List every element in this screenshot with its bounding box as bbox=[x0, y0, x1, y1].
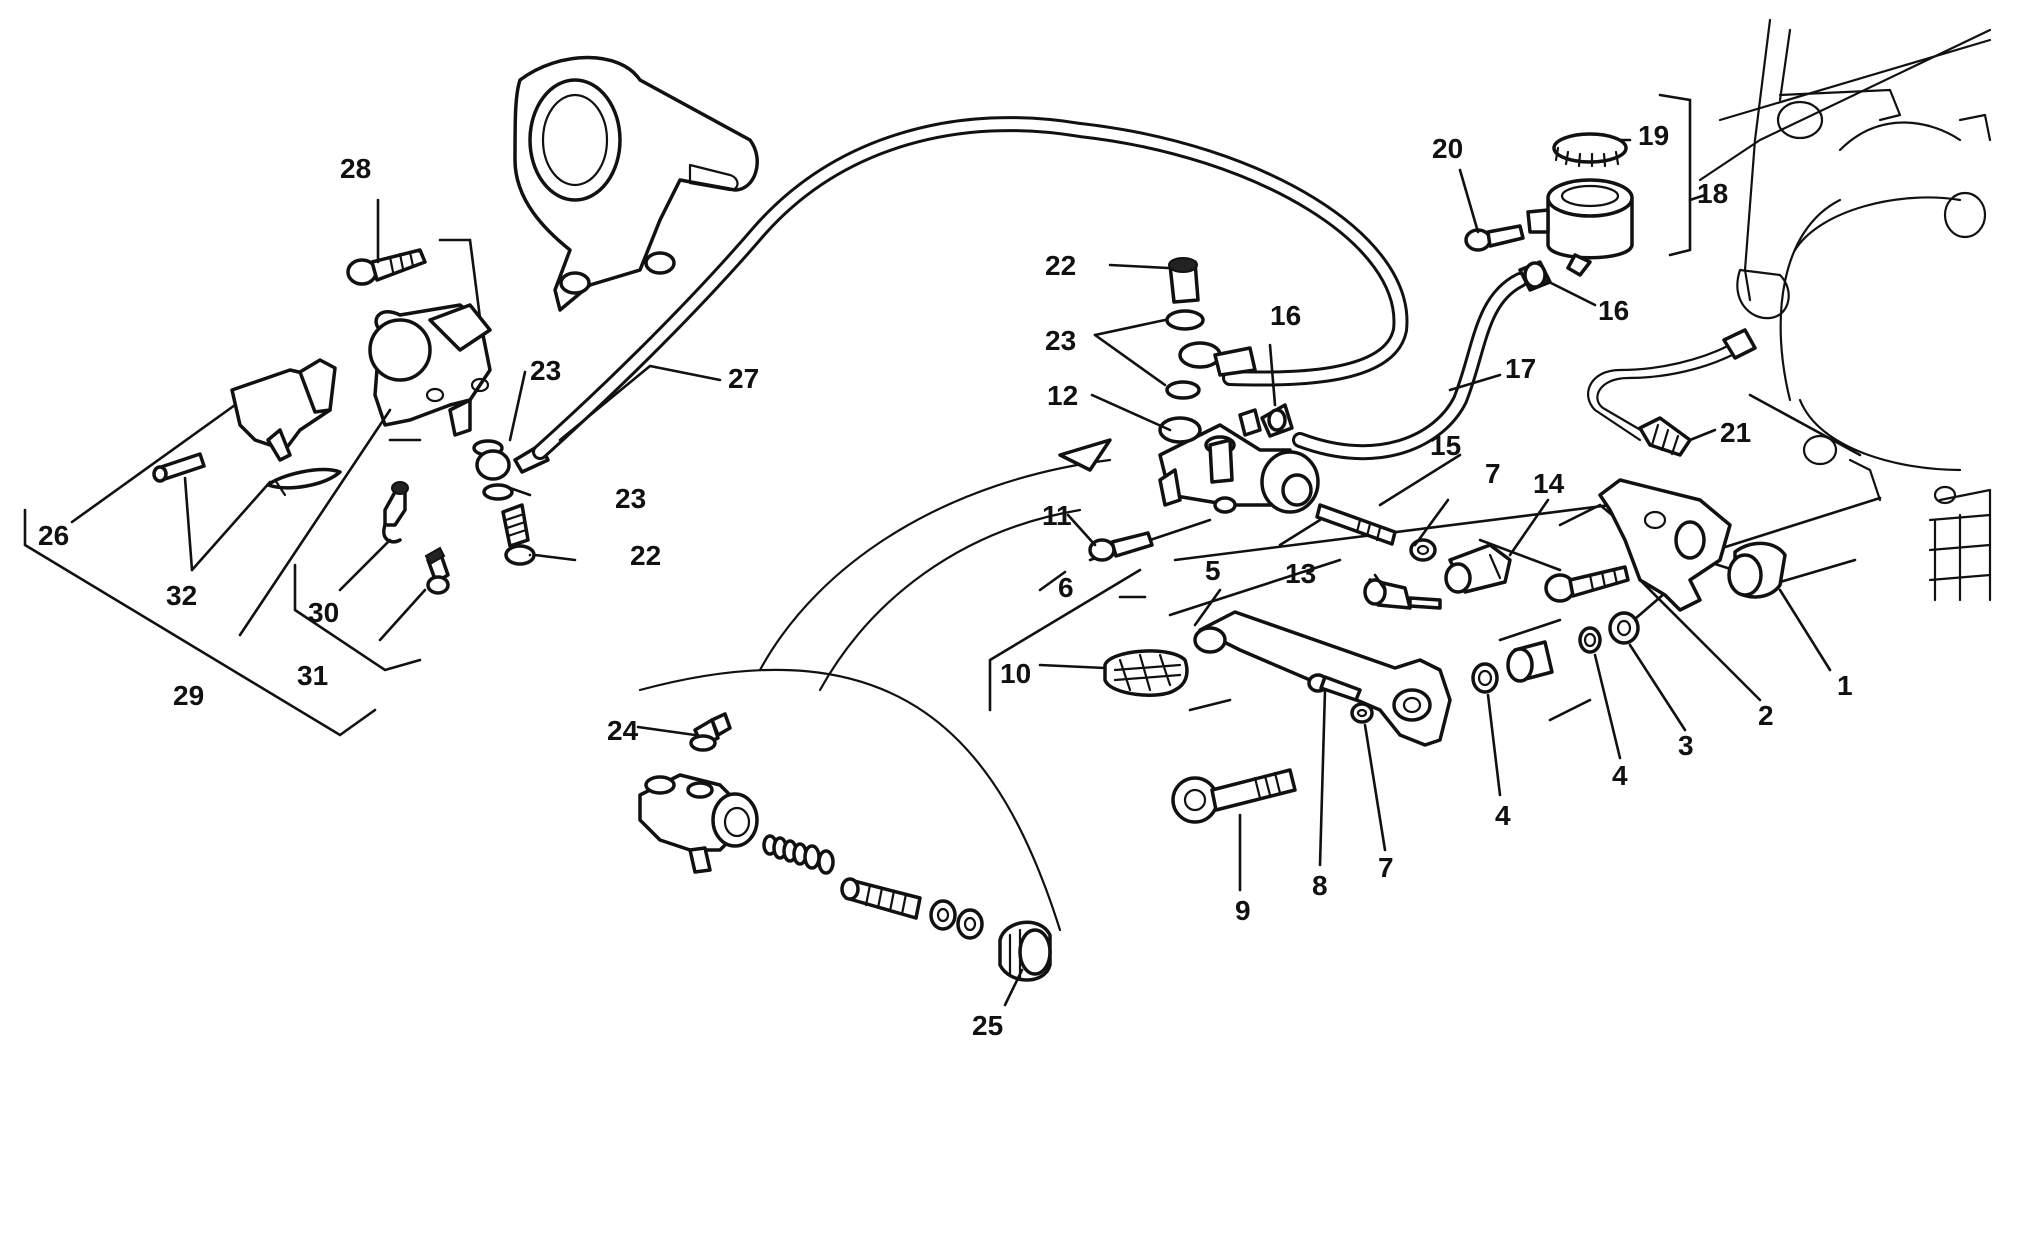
push-rod-15 bbox=[1315, 503, 1397, 546]
bolt-8 bbox=[1307, 673, 1362, 702]
dust-boot-25 bbox=[998, 920, 1052, 982]
group-brackets bbox=[23, 93, 1707, 737]
bolt-2 bbox=[1544, 565, 1630, 603]
callout-22: 22 bbox=[1045, 250, 1076, 281]
engine-case bbox=[1698, 18, 1992, 602]
pin-32 bbox=[152, 452, 342, 497]
brake-pads-26 bbox=[230, 358, 337, 462]
fitting-16-lower bbox=[1260, 403, 1294, 438]
callout-11: 11 bbox=[1042, 500, 1072, 531]
callout-22: 22 bbox=[630, 540, 661, 571]
callout-18: 18 bbox=[1697, 178, 1728, 209]
hose-27 bbox=[532, 116, 1409, 460]
callout-20: 20 bbox=[1432, 133, 1463, 164]
banjo-fitting-hose-27 bbox=[1165, 257, 1257, 400]
reservoir-18 bbox=[1526, 132, 1634, 277]
clevis-14 bbox=[1444, 543, 1512, 594]
screw-20 bbox=[1464, 224, 1525, 252]
callout-6: 6 bbox=[1058, 572, 1074, 603]
callout-19: 19 bbox=[1638, 120, 1669, 151]
rear-brake-caliper bbox=[368, 303, 492, 437]
callout-3: 3 bbox=[1678, 730, 1694, 761]
callout-7: 7 bbox=[1485, 458, 1501, 489]
callout-24: 24 bbox=[607, 715, 639, 746]
callout-leaders bbox=[70, 138, 1832, 1007]
callout-30: 30 bbox=[308, 597, 339, 628]
bleed-valve-31 bbox=[424, 546, 450, 595]
callout-2: 2 bbox=[1758, 700, 1774, 731]
callout-4: 4 bbox=[1495, 800, 1511, 831]
washer-7-lower bbox=[1350, 702, 1374, 724]
callout-15: 15 bbox=[1430, 430, 1461, 461]
callout-32: 32 bbox=[166, 580, 197, 611]
callout-26: 26 bbox=[38, 520, 69, 551]
hose-17 bbox=[1292, 272, 1528, 461]
callout-7: 7 bbox=[1378, 852, 1394, 883]
callout-29: 29 bbox=[173, 680, 204, 711]
callout-16: 16 bbox=[1270, 300, 1301, 331]
seals-kit bbox=[929, 899, 984, 940]
bolt-28 bbox=[346, 248, 427, 286]
callout-12: 12 bbox=[1047, 380, 1078, 411]
bolt-11 bbox=[1088, 531, 1154, 562]
callout-28: 28 bbox=[340, 153, 371, 184]
spring-kit bbox=[762, 834, 835, 875]
assembly-outline bbox=[638, 438, 1112, 932]
washer-3 bbox=[1608, 611, 1640, 645]
callout-13: 13 bbox=[1285, 558, 1316, 589]
callout-4: 4 bbox=[1612, 760, 1628, 791]
callout-5: 5 bbox=[1205, 555, 1221, 586]
callout-14: 14 bbox=[1533, 468, 1565, 499]
pin-13 bbox=[1363, 578, 1442, 610]
callout-numbers: 1 2 3 4 4 5 6 7 7 8 9 10 11 12 13 14 15 … bbox=[38, 120, 1853, 1041]
callout-17: 17 bbox=[1505, 353, 1536, 384]
callout-8: 8 bbox=[1312, 870, 1328, 901]
callout-27: 27 bbox=[728, 363, 759, 394]
callout-23: 23 bbox=[615, 483, 646, 514]
callout-25: 25 bbox=[972, 1010, 1003, 1041]
callout-16: 16 bbox=[1598, 295, 1629, 326]
callout-23: 23 bbox=[530, 355, 561, 386]
callout-10: 10 bbox=[1000, 658, 1031, 689]
cylinder-body-kit bbox=[638, 773, 759, 874]
footrest-bracket-1 bbox=[1598, 478, 1787, 612]
pivot-bolt-9 bbox=[1171, 768, 1297, 824]
bushing-5 bbox=[1506, 640, 1554, 683]
switch-21 bbox=[1587, 328, 1757, 457]
callout-23: 23 bbox=[1045, 325, 1076, 356]
callout-21: 21 bbox=[1720, 417, 1751, 448]
fitting-24 bbox=[689, 712, 732, 752]
seal-4-upper bbox=[1578, 626, 1602, 654]
pedal-pad-10 bbox=[1103, 649, 1189, 697]
seal-4-lower bbox=[1471, 662, 1499, 694]
caliper-bracket-plate bbox=[513, 55, 759, 312]
callout-31: 31 bbox=[297, 660, 328, 691]
nut-7-upper bbox=[1409, 538, 1437, 562]
callout-9: 9 bbox=[1235, 895, 1251, 926]
banjo-fitting-caliper bbox=[472, 439, 550, 566]
master-cylinder-12 bbox=[1158, 408, 1320, 514]
callout-1: 1 bbox=[1837, 670, 1853, 701]
piston-kit bbox=[840, 877, 922, 920]
bleed-cap-30 bbox=[382, 481, 409, 544]
